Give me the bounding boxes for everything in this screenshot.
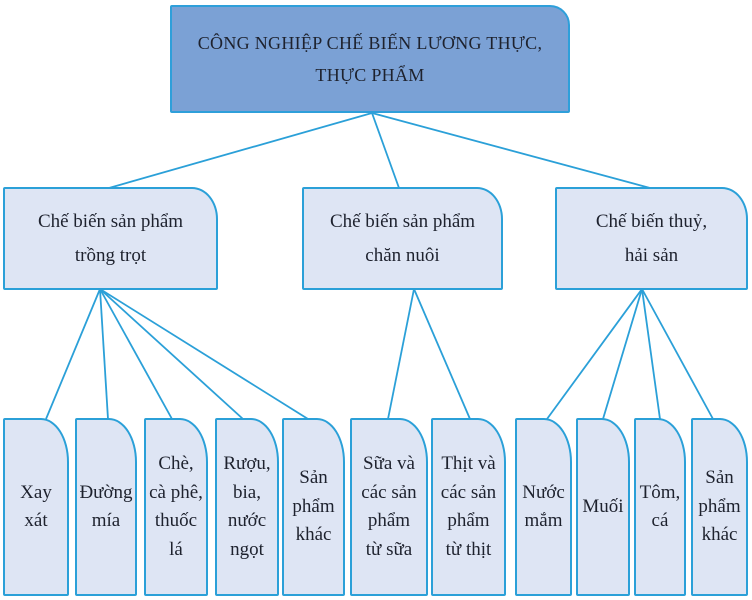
branch-node-seafood-processing: Chế biến thuỷ, hải sản xyxy=(555,187,748,290)
leaf-node-label: Nước mắm xyxy=(522,481,565,532)
leaf-node-ruou-bia-nuoc-ngot: Rượu, bia, nước ngọt xyxy=(215,418,279,596)
leaf-node-label: Chè, cà phê, thuốc lá xyxy=(149,453,203,560)
connector-root-branch3 xyxy=(371,112,651,189)
connector-branch1-leaf3 xyxy=(99,288,173,420)
leaf-node-tom-ca: Tôm, cá xyxy=(634,418,686,596)
leaf-node-label: Muối xyxy=(582,495,624,517)
leaf-node-nuoc-mam: Nước mắm xyxy=(515,418,572,596)
leaf-node-san-pham-khac-1: Sản phẩm khác xyxy=(282,418,345,596)
connector-root-branch2 xyxy=(371,112,400,189)
connector-branch1-leaf1 xyxy=(45,288,101,420)
leaf-node-label: Đường mía xyxy=(79,481,133,532)
connector-branch3-leaf3 xyxy=(641,288,661,420)
leaf-node-label: Sản phẩm khác xyxy=(698,467,741,546)
leaf-node-label: Rượu, bia, nước ngọt xyxy=(223,453,271,560)
branch-node-label: Chế biến sản phẩm trồng trọt xyxy=(37,211,184,266)
leaf-node-label: Sản phẩm khác xyxy=(292,467,335,546)
leaf-node-label: Tôm, cá xyxy=(639,481,681,532)
branch-node-crop-processing: Chế biến sản phẩm trồng trọt xyxy=(3,187,218,290)
leaf-node-che-ca-phe-thuoc-la: Chè, cà phê, thuốc lá xyxy=(144,418,208,596)
leaf-node-thit-va-san-pham-tu-thit: Thịt và các sản phẩm từ thịt xyxy=(431,418,506,596)
branch-node-label: Chế biến thuỷ, hải sản xyxy=(595,211,708,266)
leaf-node-label: Sữa và các sản phẩm từ sữa xyxy=(361,453,417,560)
leaf-node-duong-mia: Đường mía xyxy=(75,418,137,596)
leaf-node-label: Thịt và các sản phẩm từ thịt xyxy=(440,453,497,560)
branch-node-label: Chế biến sản phẩm chăn nuôi xyxy=(329,211,476,266)
leaf-node-muoi: Muối xyxy=(576,418,630,596)
leaf-node-sua-va-san-pham-tu-sua: Sữa và các sản phẩm từ sữa xyxy=(350,418,428,596)
connector-branch3-leaf2 xyxy=(602,288,643,420)
root-node-label: CÔNG NGHIỆP CHẾ BIẾN LƯƠNG THỰC, THỰC PH… xyxy=(197,32,543,85)
connector-branch2-leaf1 xyxy=(387,288,415,420)
leaf-node-xay-xat: Xay xát xyxy=(3,418,69,596)
connector-branch3-leaf1 xyxy=(546,288,643,420)
connector-branch2-leaf2 xyxy=(413,288,471,420)
leaf-node-label: Xay xát xyxy=(20,481,52,532)
connector-branch1-leaf4 xyxy=(99,288,244,420)
connector-branch3-leaf4 xyxy=(641,288,714,420)
connector-branch1-leaf2 xyxy=(99,288,109,420)
connector-root-branch1 xyxy=(108,112,373,189)
leaf-node-san-pham-khac-2: Sản phẩm khác xyxy=(691,418,748,596)
connector-branch1-leaf5 xyxy=(99,288,309,420)
branch-node-livestock-processing: Chế biến sản phẩm chăn nuôi xyxy=(302,187,503,290)
root-node: CÔNG NGHIỆP CHẾ BIẾN LƯƠNG THỰC, THỰC PH… xyxy=(170,5,570,113)
